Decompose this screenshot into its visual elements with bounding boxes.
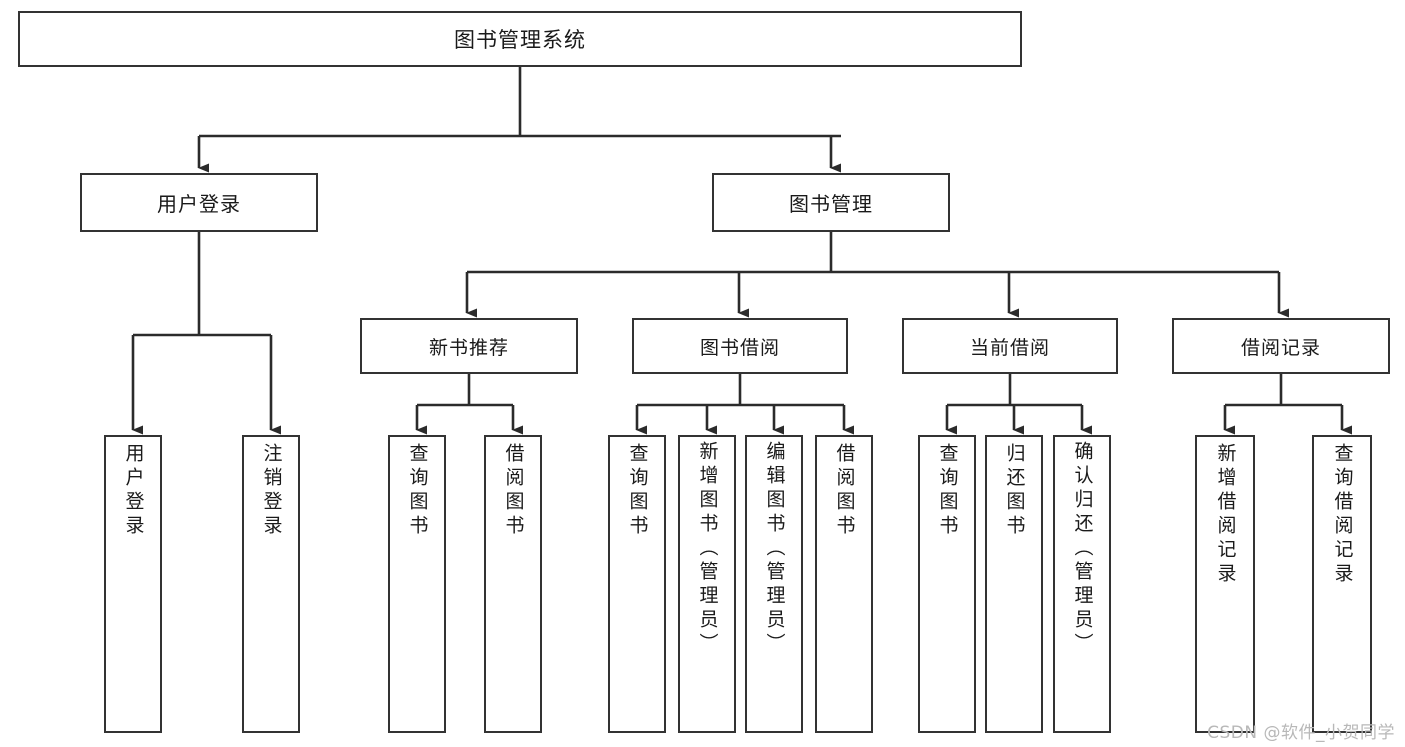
leaf-logout-label: 注销登录 [260,443,283,539]
leaf-add-borrow-record-label: 新增借阅记录 [1214,443,1237,587]
leaf-confirm-return-admin[interactable]: 确认归还（管理员） [1053,435,1111,733]
node-book-borrow-label: 图书借阅 [699,336,780,359]
leaf-edit-book-admin-label: 编辑图书（管理员） [763,441,786,657]
node-root[interactable]: 图书管理系统 [18,11,1022,67]
connector-lines [131,67,1352,435]
leaf-query-borrow-record-label: 查询借阅记录 [1331,443,1354,587]
node-current-borrow-label: 当前借阅 [969,336,1050,359]
leaf-return-book-label: 归还图书 [1003,443,1026,539]
leaf-query-borrow-record[interactable]: 查询借阅记录 [1312,435,1372,733]
node-new-book-recommend-label: 新书推荐 [428,336,509,359]
node-book-borrow[interactable]: 图书借阅 [632,318,848,374]
node-current-borrow[interactable]: 当前借阅 [902,318,1118,374]
node-book-management[interactable]: 图书管理 [712,173,950,232]
leaf-add-borrow-record[interactable]: 新增借阅记录 [1195,435,1255,733]
leaf-edit-book-admin[interactable]: 编辑图书（管理员） [745,435,803,733]
leaf-return-book[interactable]: 归还图书 [985,435,1043,733]
leaf-query-book-recommend-label: 查询图书 [406,443,429,539]
leaf-confirm-return-admin-label: 确认归还（管理员） [1071,441,1094,657]
leaf-query-book-recommend[interactable]: 查询图书 [388,435,446,733]
leaf-query-book-borrow[interactable]: 查询图书 [608,435,666,733]
node-root-label: 图书管理系统 [454,28,586,52]
leaf-query-book-current-label: 查询图书 [936,443,959,539]
node-borrow-records-label: 借阅记录 [1240,336,1321,359]
leaf-borrow-book-recommend-label: 借阅图书 [502,443,525,539]
node-user-login[interactable]: 用户登录 [80,173,318,232]
node-book-management-label: 图书管理 [789,192,873,216]
watermark: CSDN @软件_小贺同学 [1207,723,1395,743]
leaf-query-book-current[interactable]: 查询图书 [918,435,976,733]
leaf-lend-book[interactable]: 借阅图书 [815,435,873,733]
leaf-user-login-label: 用户登录 [122,443,145,539]
node-new-book-recommend[interactable]: 新书推荐 [360,318,578,374]
leaf-add-book-admin-label: 新增图书（管理员） [696,441,719,657]
leaf-borrow-book-recommend[interactable]: 借阅图书 [484,435,542,733]
node-borrow-records[interactable]: 借阅记录 [1172,318,1390,374]
leaf-logout[interactable]: 注销登录 [242,435,300,733]
node-user-login-label: 用户登录 [157,192,241,216]
leaf-query-book-borrow-label: 查询图书 [626,443,649,539]
leaf-lend-book-label: 借阅图书 [833,443,856,539]
leaf-add-book-admin[interactable]: 新增图书（管理员） [678,435,736,733]
leaf-user-login[interactable]: 用户登录 [104,435,162,733]
